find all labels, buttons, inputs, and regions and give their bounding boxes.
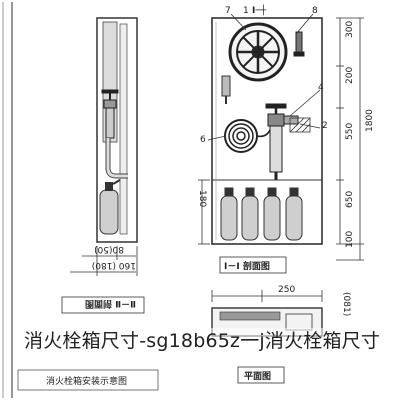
callout-leaders <box>207 13 321 141</box>
footer-note: 消火栓箱安装示意图 <box>46 375 127 387</box>
hose-reel-icon <box>228 22 288 82</box>
side-section-view: 80(50) 160 (180) Ⅱ－Ⅱ 剖面图 <box>61 17 145 314</box>
left-dimension-lines <box>198 179 210 245</box>
callout-number: 1 <box>243 6 249 16</box>
extinguisher-icon <box>220 187 238 241</box>
page-caption: 消火栓箱尺寸-sg18b65z一j消火栓箱尺寸 <box>24 328 416 354</box>
side-dim-label: 80(50) <box>94 244 124 254</box>
fire-valve-icon <box>265 103 299 180</box>
reel-bracket <box>221 75 231 104</box>
extinguisher-icon <box>241 187 259 241</box>
side-view-title: Ⅱ－Ⅱ 剖面图 <box>85 298 136 310</box>
right-dimension-lines <box>336 17 364 261</box>
extinguisher-icon <box>285 187 303 241</box>
side-extinguisher-icon <box>99 179 121 235</box>
right-dim-label: 100 <box>345 231 355 248</box>
callout-number: 6 <box>200 135 206 145</box>
section-mark: Ⅰ─┼ <box>252 4 267 16</box>
plan-dim-label: 250 <box>278 285 295 295</box>
side-dimension-lines <box>70 246 138 276</box>
right-dim-label: 300 <box>345 21 355 38</box>
side-door-strip <box>119 23 128 235</box>
sheet-border <box>2 2 13 398</box>
right-dim-label: 200 <box>345 67 355 84</box>
right-dim-label: 650 <box>345 191 355 208</box>
front-view-title: Ⅰ－Ⅰ 剖面图 <box>224 260 270 272</box>
plan-dimension-lines <box>211 290 323 302</box>
left-dim-label: 180 <box>197 190 207 207</box>
nozzle-icon <box>293 31 305 57</box>
side-dim-label: 160 (180) <box>92 260 136 270</box>
front-section-view: Ⅰ─┼ 7 1 8 4 2 6 300 200 550 1800 650 100 <box>197 4 375 274</box>
right-dim-label: 1800 <box>365 109 375 132</box>
callout-number: 2 <box>322 121 328 131</box>
side-valve-icon <box>101 89 128 179</box>
front-cabinet-outline <box>211 17 323 245</box>
callout-number: 4 <box>318 83 324 93</box>
plan-dim-label: (081) <box>341 292 351 316</box>
plan-view-title: 平面图 <box>244 371 271 382</box>
callout-number: 8 <box>312 6 318 16</box>
right-dim-label: 550 <box>345 123 355 140</box>
extinguisher-icon <box>263 187 281 241</box>
callout-number: 7 <box>225 6 231 16</box>
side-cabinet-outline <box>96 17 138 243</box>
